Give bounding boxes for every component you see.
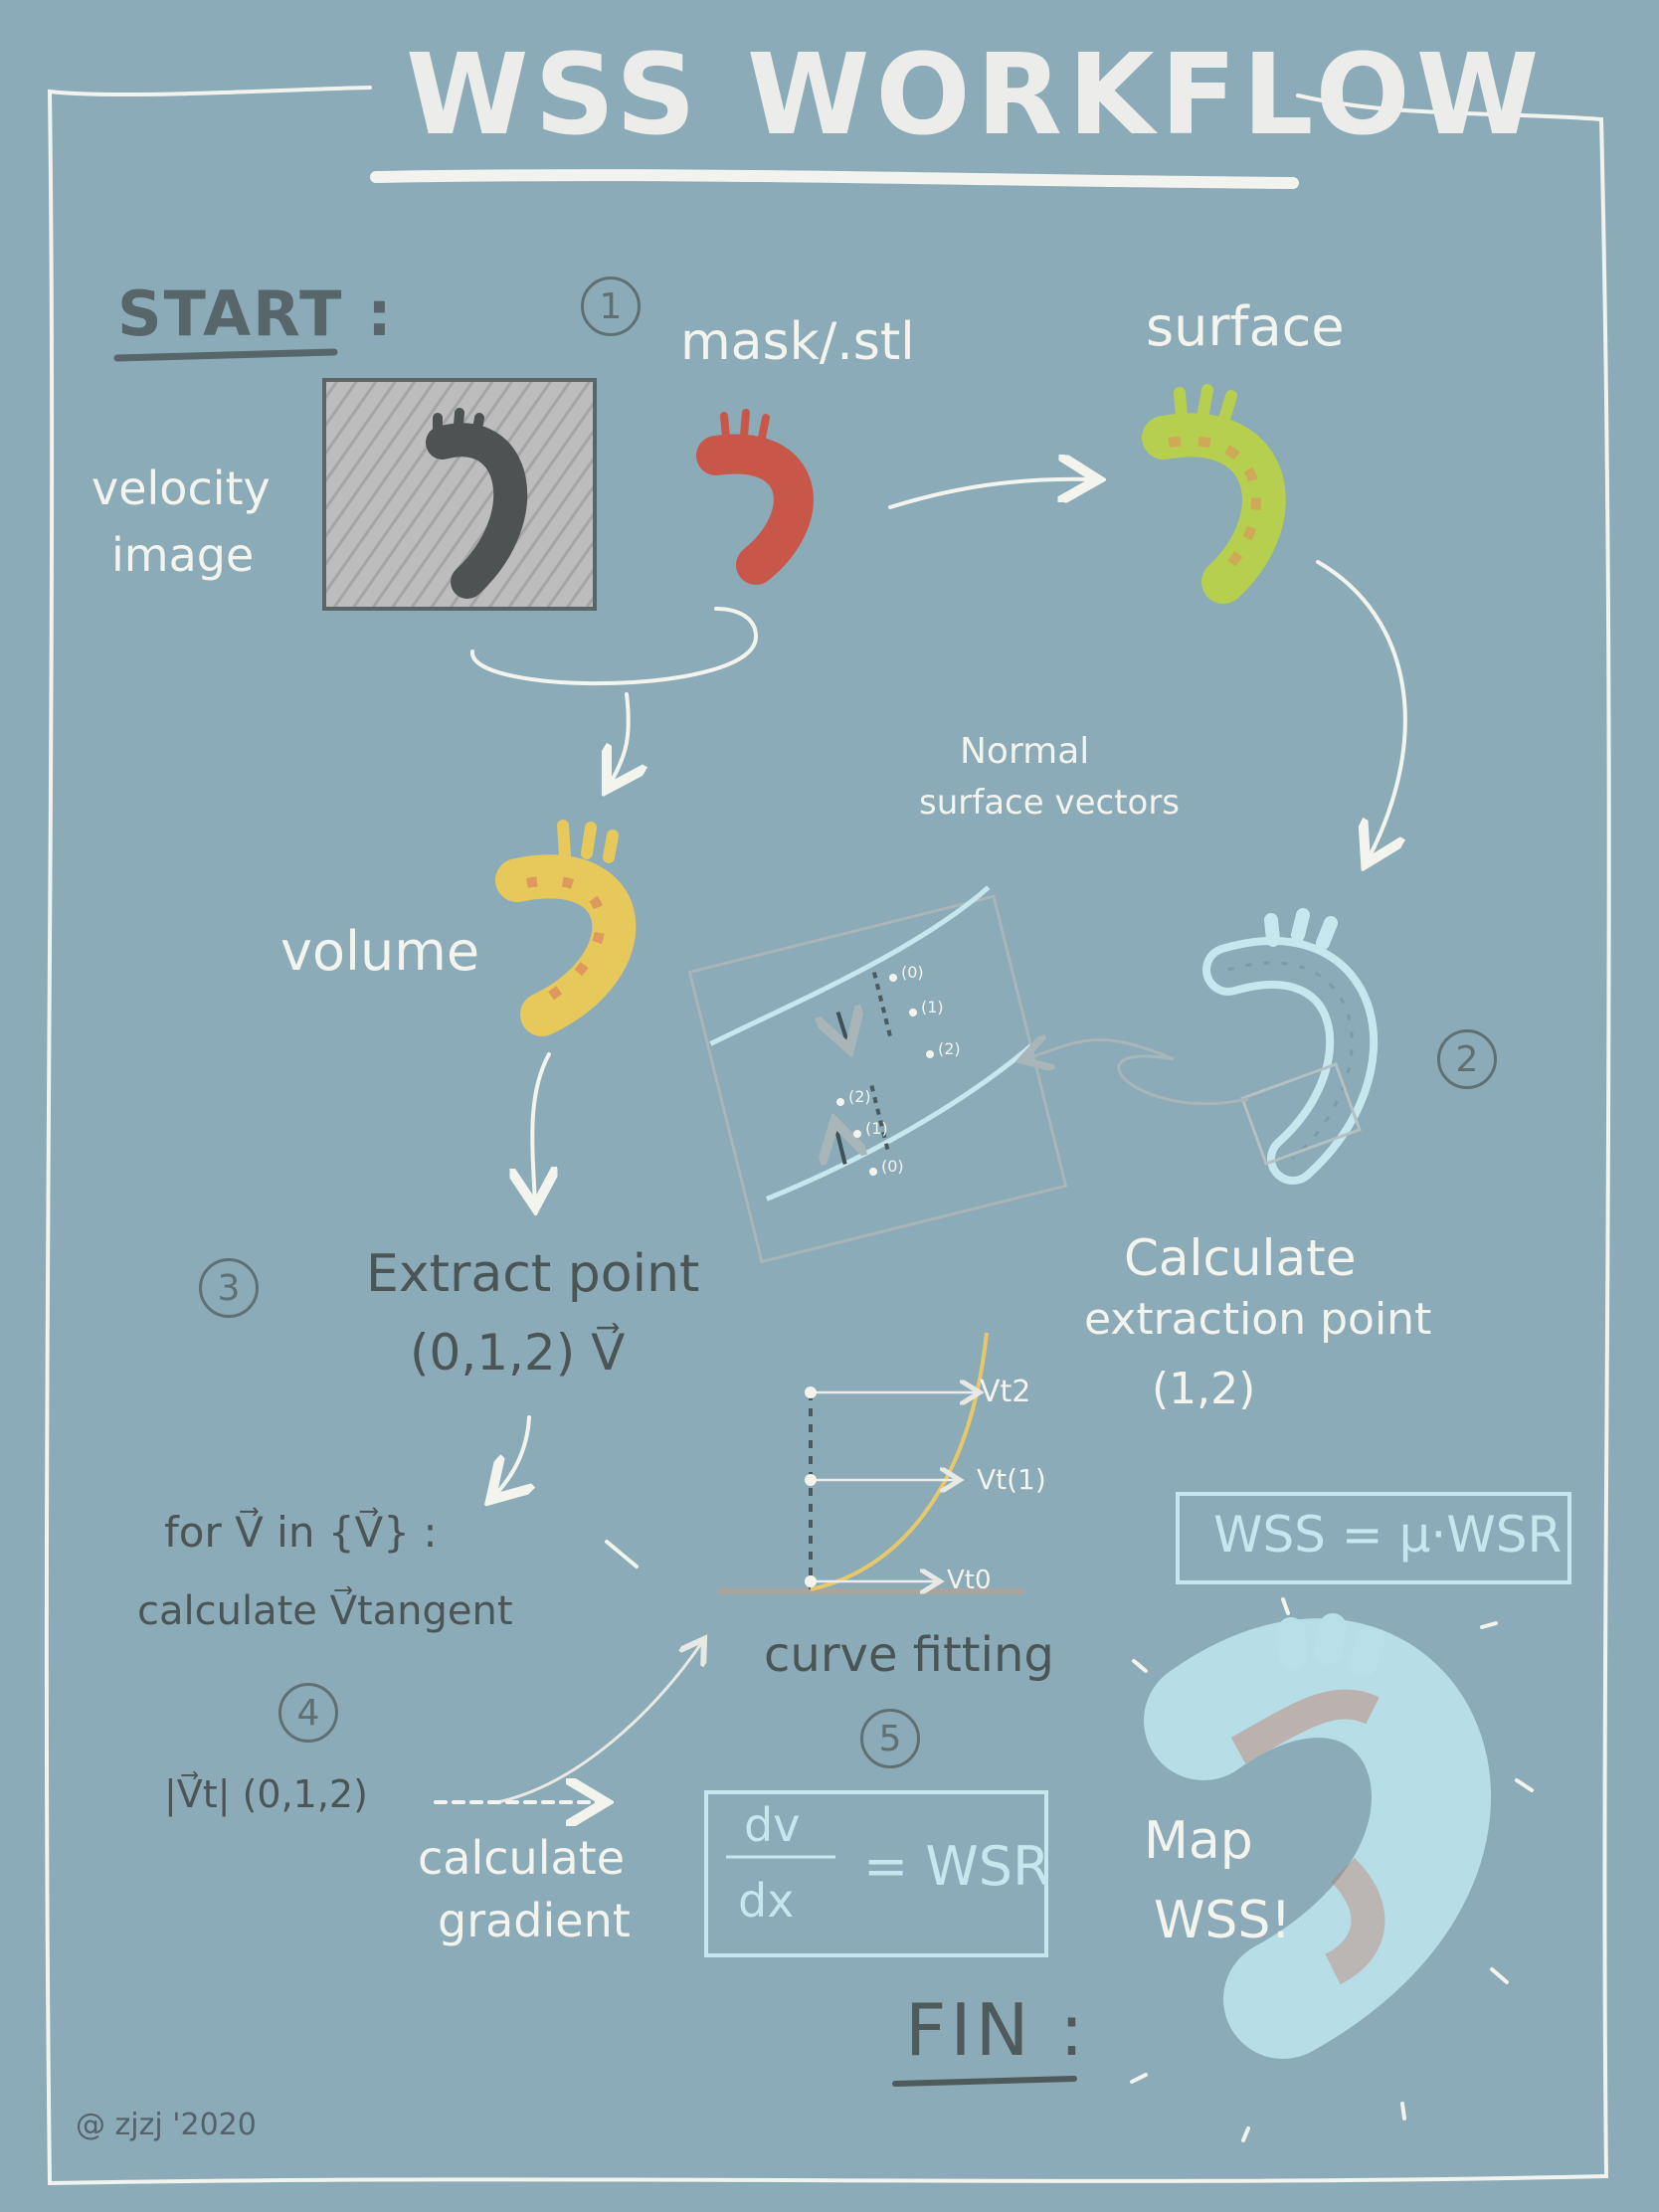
step-3-line1: Extract point xyxy=(366,1244,700,1304)
step-2-line2: extraction point xyxy=(1084,1294,1432,1345)
step-2-line1: Calculate xyxy=(1124,1229,1357,1287)
step-3-line2: (0,1,2) V⃗ xyxy=(410,1324,626,1382)
curve-label-vt1: Vt(1) xyxy=(977,1463,1046,1496)
detail-point-bottom-1: (1) xyxy=(865,1119,888,1138)
velocity-image-label-line1: velocity xyxy=(92,461,271,515)
step-4-line1: for V⃗ in {V⃗} : xyxy=(164,1508,438,1557)
velocity-image-label-line2: image xyxy=(111,528,255,582)
mask-to-surface-arrow xyxy=(888,479,1094,509)
curve-fitting-label: curve fitting xyxy=(764,1627,1054,1683)
step-4-line2: calculate V⃗tangent xyxy=(137,1588,513,1634)
normal-vectors-aorta xyxy=(1202,908,1379,1185)
detail-point-top-0: (0) xyxy=(901,963,924,982)
normals-to-detail-arrow xyxy=(1024,1040,1249,1105)
volume-to-extract-arrow xyxy=(532,1052,549,1203)
step-2-line3: (1,2) xyxy=(1152,1364,1256,1414)
gradient-label-line2: gradient xyxy=(438,1894,631,1947)
normal-label-line1: Normal xyxy=(960,731,1090,772)
fin-underline xyxy=(892,2076,1077,2087)
gradient-to-curve-arrow xyxy=(495,1639,704,1804)
extract-to-for-arrow xyxy=(493,1415,529,1497)
map-wss-line2: WSS! xyxy=(1154,1891,1292,1950)
wss-map-aorta xyxy=(1130,1597,1534,2142)
flow-arrows xyxy=(434,479,1407,1804)
step-3-badge: 3 xyxy=(199,1258,259,1318)
mask-mesh-aorta xyxy=(696,409,814,585)
normal-label-line2: surface vectors xyxy=(919,783,1181,823)
tick-mark xyxy=(605,1540,639,1568)
gradient-label-line1: calculate xyxy=(418,1831,626,1885)
detail-point-top-1: (1) xyxy=(921,998,944,1016)
artist-credit: @ zjzj '2020 xyxy=(76,2108,257,2142)
step-4-badge: 4 xyxy=(278,1683,338,1743)
loop-under-images xyxy=(469,607,759,686)
curve-fitting-plot xyxy=(718,1332,1024,1594)
curve-label-vt0: Vt0 xyxy=(947,1566,992,1595)
page-title: WSS WORKFLOW xyxy=(406,31,1546,160)
wss-formula: WSS = μ·WSR xyxy=(1213,1506,1563,1564)
wsr-denominator: dx xyxy=(738,1874,795,1928)
wss-formula-box xyxy=(1176,1492,1571,1584)
detail-point-bottom-2: (2) xyxy=(848,1087,871,1106)
to-volume-arrow xyxy=(609,692,629,786)
fin-label: FIN : xyxy=(905,1988,1088,2072)
page-frame xyxy=(44,86,1611,2186)
surface-aorta xyxy=(1142,384,1286,604)
step-4-line3: |V⃗t| (0,1,2) xyxy=(164,1772,368,1816)
title-underline xyxy=(370,169,1299,189)
wsr-numerator: dv xyxy=(744,1798,801,1852)
detail-point-top-2: (2) xyxy=(938,1039,961,1058)
surface-to-normals-arrow xyxy=(1316,560,1407,860)
map-wss-line1: Map xyxy=(1144,1811,1253,1871)
curve-label-vt2: Vt2 xyxy=(980,1375,1031,1409)
step-1-badge: 1 xyxy=(581,276,641,336)
velocity-image xyxy=(322,378,597,611)
start-label: START : xyxy=(117,277,394,350)
volume-label: volume xyxy=(280,920,480,983)
wsr-formula-box xyxy=(704,1790,1048,1957)
detail-point-bottom-0: (0) xyxy=(881,1157,904,1176)
extraction-detail xyxy=(687,885,1068,1264)
step-2-badge: 2 xyxy=(1437,1029,1497,1089)
mask-stl-label: mask/.stl xyxy=(680,312,915,372)
step-5-badge: 5 xyxy=(860,1709,920,1768)
volume-aorta xyxy=(495,820,637,1036)
surface-label: surface xyxy=(1146,295,1345,358)
wsr-rhs: = WSR xyxy=(863,1835,1050,1898)
start-underline xyxy=(113,348,338,362)
detail-dots xyxy=(836,974,934,1176)
